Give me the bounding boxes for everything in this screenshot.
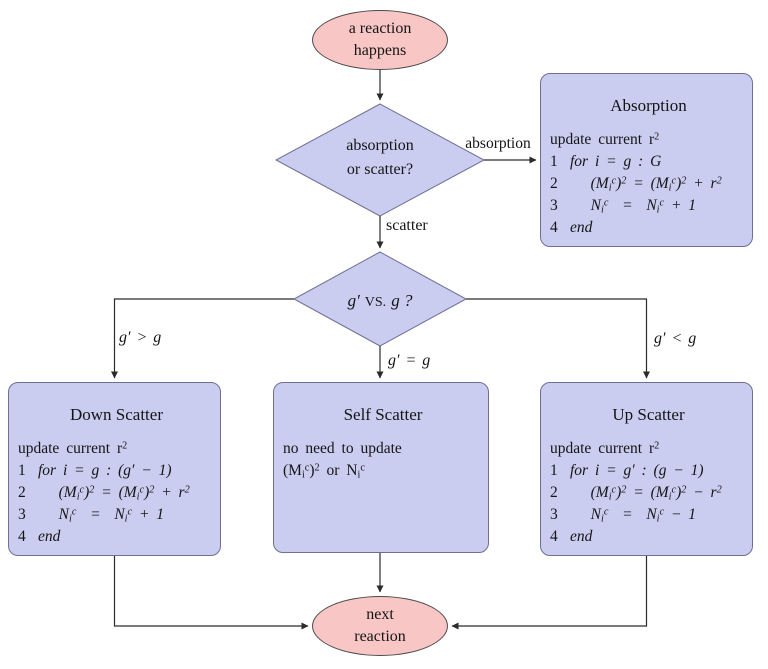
connector-decision2-to-up-scatter — [466, 298, 650, 379]
down-scatter-title: Down Scatter — [69, 405, 163, 424]
absorption-box: Absorption update current r2 1 for i = g … — [540, 73, 753, 247]
up-scatter-lineno-2: 2 — [550, 484, 558, 501]
decision2-left: g′ — [347, 291, 360, 310]
up-scatter-title: Up Scatter — [612, 405, 685, 424]
up-scatter-box: Up Scatter update current r2 1 for i = g′… — [540, 382, 753, 556]
absorption-code-line-2: 2 (Mic)2 = (Mic)2 + r2 — [550, 173, 747, 195]
self-scatter-body-2: (Mic)2 or Nic — [283, 462, 365, 481]
up-scatter-intro: update current r2 — [550, 440, 660, 457]
down-scatter-code-1: for i = g : (g′ − 1) — [38, 462, 172, 479]
down-scatter-lineno-3: 3 — [18, 506, 26, 523]
decision2-right: g ? — [391, 291, 413, 310]
connector-decision2-to-down-scatter — [111, 298, 294, 379]
edge-label-self: g′ = g — [388, 352, 431, 369]
absorption-title: Absorption — [610, 96, 687, 115]
start-terminal-line2: happens — [353, 42, 407, 59]
edge-label-absorption: absorption — [465, 135, 531, 152]
up-scatter-code-1: for i = g′ : (g − 1) — [570, 462, 704, 479]
down-scatter-code-line-3: 3 Nic = Nic + 1 — [18, 504, 215, 526]
absorption-code-line-4: 4 end — [550, 217, 747, 239]
connector-up-scatter-to-end — [451, 556, 648, 630]
start-terminal-line1: a reaction — [348, 20, 412, 38]
decision1-line1: absorption — [346, 137, 414, 154]
up-scatter-code-line-1: 1 for i = g′ : (g − 1) — [550, 460, 747, 482]
edge-label-scatter: scatter — [386, 217, 428, 234]
down-scatter-code-line-1: 1 for i = g : (g′ − 1) — [18, 460, 215, 482]
up-scatter-code-line-4: 4 end — [550, 526, 747, 548]
up-scatter-lineno-3: 3 — [550, 506, 558, 523]
up-scatter-code-2: (Mic)2 = (Mic)2 − r2 — [570, 484, 722, 503]
self-scatter-box: Self Scatter no need to update (Mic)2 or… — [273, 382, 489, 553]
down-scatter-lineno-4: 4 — [18, 528, 26, 545]
absorption-lineno-3: 3 — [550, 197, 558, 214]
absorption-code-1: for i = g : G — [570, 153, 662, 170]
absorption-code-line-1: 1 for i = g : G — [550, 151, 747, 173]
up-scatter-code-line-3: 3 Nic = Nic − 1 — [550, 504, 747, 526]
connector-down-scatter-to-end — [113, 556, 309, 630]
absorption-lineno-4: 4 — [550, 219, 558, 236]
down-scatter-code-2: (Mic)2 = (Mic)2 + r2 — [38, 484, 190, 503]
up-scatter-code-4: end — [570, 528, 593, 545]
down-scatter-box: Down Scatter update current r2 1 for i = … — [8, 382, 221, 556]
up-scatter-lineno-4: 4 — [550, 528, 558, 545]
end-terminal: next reaction — [312, 596, 448, 656]
start-terminal: a reaction happens — [312, 10, 448, 70]
down-scatter-code-line-2: 2 (Mic)2 = (Mic)2 + r2 — [18, 482, 215, 504]
end-terminal-line2: reaction — [354, 628, 406, 645]
down-scatter-code-line-4: 4 end — [18, 526, 215, 548]
up-scatter-lineno-1: 1 — [550, 462, 558, 479]
absorption-code-4: end — [570, 219, 593, 236]
absorption-code-3: Nic = Nic + 1 — [570, 197, 697, 216]
absorption-code-2: (Mic)2 = (Mic)2 + r2 — [570, 175, 722, 194]
decision1-line2: or scatter? — [346, 161, 414, 178]
absorption-lineno-2: 2 — [550, 175, 558, 192]
down-scatter-lineno-1: 1 — [18, 462, 26, 479]
absorption-lineno-1: 1 — [550, 153, 558, 170]
edge-label-up: g′ < g — [654, 330, 697, 347]
down-scatter-code-3: Nic = Nic + 1 — [38, 506, 165, 525]
decision2-vs: VS. — [364, 295, 387, 310]
end-terminal-line1: next — [366, 606, 394, 624]
up-scatter-code-3: Nic = Nic − 1 — [570, 506, 697, 525]
decision-group-compare-label: g′ VS. g ? — [295, 288, 465, 314]
down-scatter-code-4: end — [38, 528, 61, 545]
up-scatter-code-line-2: 2 (Mic)2 = (Mic)2 − r2 — [550, 482, 747, 504]
self-scatter-body-1: no need to update — [283, 440, 402, 457]
decision-absorption-or-scatter-label: absorption or scatter? — [295, 134, 465, 182]
absorption-code-line-3: 3 Nic = Nic + 1 — [550, 195, 747, 217]
down-scatter-lineno-2: 2 — [18, 484, 26, 501]
absorption-intro: update current r2 — [550, 131, 660, 148]
edge-label-down: g′ > g — [119, 329, 162, 346]
down-scatter-intro: update current r2 — [18, 440, 128, 457]
self-scatter-title: Self Scatter — [343, 405, 423, 424]
